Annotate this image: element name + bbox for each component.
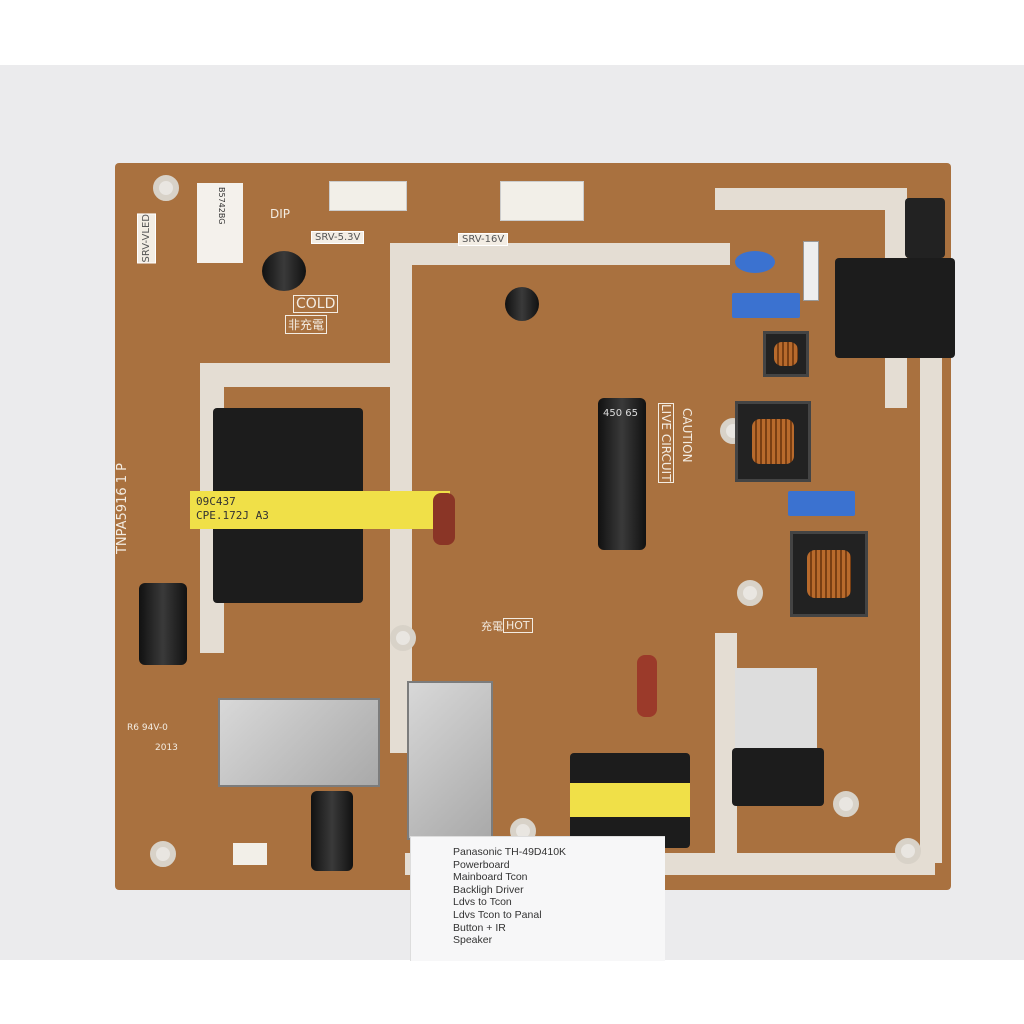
- transformer-label-line: CPE.172J A3: [196, 509, 269, 522]
- cold-jp-marking: 非充電: [285, 315, 328, 334]
- part-number-marking: TNPA5916 1 P: [115, 463, 130, 555]
- power-socket: [835, 258, 955, 358]
- connector: [329, 181, 407, 211]
- pcb-trace: [390, 243, 730, 265]
- bulk-capacitor: 450 65: [598, 398, 646, 550]
- date-code-marking: 2013: [155, 743, 178, 753]
- pcb-trace: [715, 188, 885, 210]
- label-line: Panasonic TH-49D410K: [453, 846, 567, 858]
- hot-jp-marking: 充電: [481, 620, 503, 633]
- label-line: Button + IR: [453, 921, 506, 934]
- x-capacitor: [788, 491, 855, 516]
- label-line: Mainboard Tcon: [453, 871, 528, 884]
- film-capacitor: [637, 655, 657, 717]
- y-capacitor: [735, 251, 775, 273]
- capacitor: [311, 791, 353, 871]
- mounting-hole: [150, 841, 176, 867]
- product-label-card: Panasonic TH-49D410K Powerboard Mainboar…: [410, 836, 665, 961]
- mounting-hole: [737, 580, 763, 606]
- pcb-trace: [200, 363, 400, 387]
- barcode-sticker: B5742BG: [197, 183, 243, 263]
- pcb-trace: [920, 343, 942, 863]
- transformer-label: 09C437 CPE.172J A3: [190, 491, 450, 529]
- power-board: B5742BG SRV-VLED SRV-5.3V SRV-16V DIP CO…: [115, 163, 955, 890]
- connector: [500, 181, 584, 221]
- mounting-hole: [895, 838, 921, 864]
- common-mode-choke: [790, 531, 868, 617]
- label-line: Ldvs Tcon to Panal: [453, 908, 542, 921]
- dip-marking: DIP: [270, 207, 291, 221]
- live-circuit-marking: LIVE CIRCUIT: [658, 403, 674, 483]
- mounting-hole: [390, 625, 416, 651]
- heatsink: [407, 681, 493, 840]
- capacitor: [139, 583, 187, 665]
- standby-transformer-label: [570, 783, 690, 817]
- srv-16v-marking: SRV-16V: [458, 233, 509, 246]
- bridge-rectifier: [732, 748, 824, 806]
- ground-terminal: [905, 198, 945, 258]
- barcode-text: B5742BG: [217, 187, 226, 225]
- caution-marking: CAUTION: [680, 408, 694, 463]
- label-line: Backligh Driver: [453, 883, 524, 896]
- label-line: Ldvs to Tcon: [453, 896, 512, 909]
- choke: [763, 331, 809, 377]
- transformer-label-line: 09C437: [196, 495, 236, 508]
- film-capacitor: [433, 493, 455, 545]
- inductor: [262, 251, 306, 291]
- connector: [233, 843, 267, 865]
- label-line: Speaker: [453, 934, 493, 947]
- mounting-hole: [153, 175, 179, 201]
- x-capacitor: [732, 293, 800, 318]
- srv-5v3-marking: SRV-5.3V: [311, 231, 365, 244]
- capacitor-label: 450 65: [603, 408, 638, 419]
- label-line: Powerboard: [453, 858, 510, 871]
- heatsink: [218, 698, 380, 787]
- cold-marking: COLD: [293, 295, 339, 313]
- srv-vled-marking: SRV-VLED: [137, 213, 156, 264]
- product-photo: B5742BG SRV-VLED SRV-5.3V SRV-16V DIP CO…: [0, 65, 1024, 960]
- common-mode-choke: [735, 401, 811, 482]
- ul-marking: R6 94V-0: [127, 723, 168, 733]
- pcb-trace: [715, 633, 737, 863]
- mounting-hole: [833, 791, 859, 817]
- capacitor: [505, 287, 539, 321]
- fuse: [803, 241, 819, 301]
- hot-marking: HOT: [503, 618, 533, 633]
